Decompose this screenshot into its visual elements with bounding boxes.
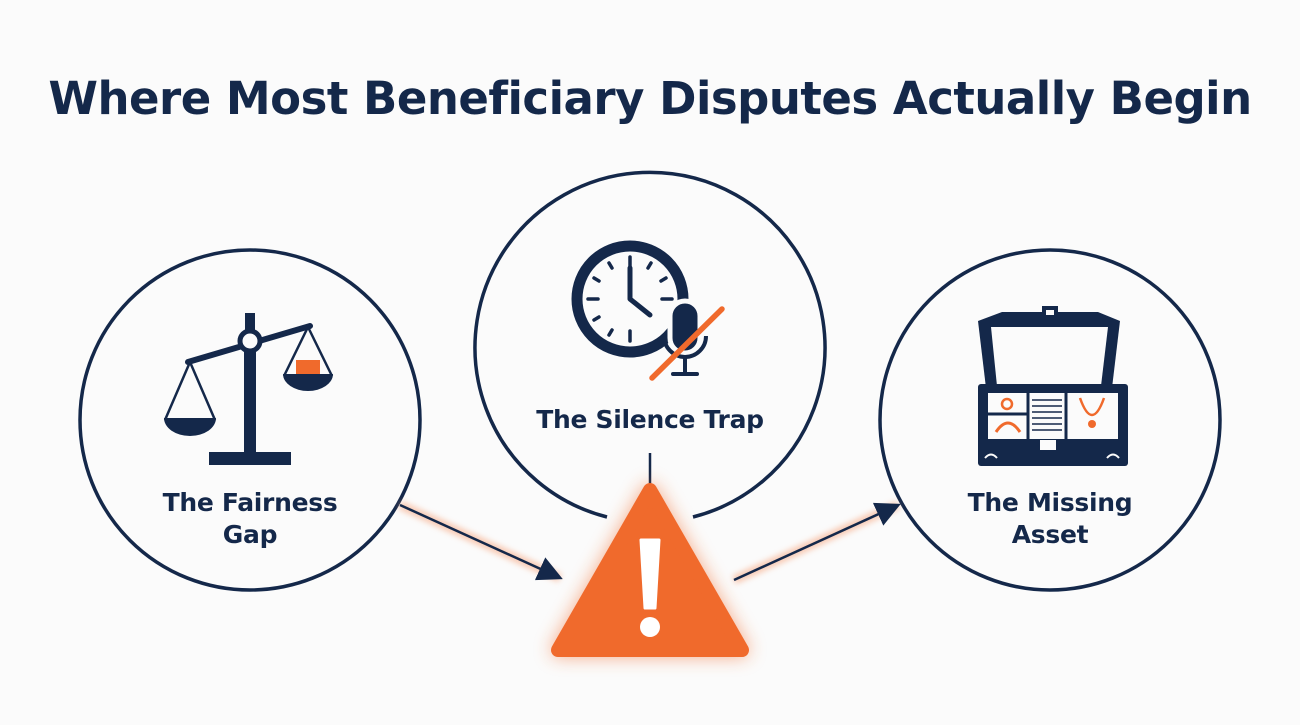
warning-triangle-icon — [551, 483, 749, 657]
fairness-gap-circle — [78, 248, 422, 592]
page-title: Where Most Beneficiary Disputes Actually… — [48, 72, 1252, 125]
arrow-fairness-to-warning — [398, 500, 563, 583]
balance-scale-icon — [163, 313, 334, 465]
missing-asset-circle — [878, 248, 1222, 592]
arrow-warning-to-missing — [732, 500, 901, 585]
clock-muted-microphone-icon — [571, 240, 725, 381]
fairness-gap-label: The Fairness Gap — [162, 488, 338, 549]
open-treasure-chest-icon — [978, 306, 1128, 466]
missing-asset-label: The Missing Asset — [967, 488, 1133, 549]
silence-trap-label: The Silence Trap — [536, 405, 764, 434]
silence-trap-circle — [473, 170, 827, 519]
